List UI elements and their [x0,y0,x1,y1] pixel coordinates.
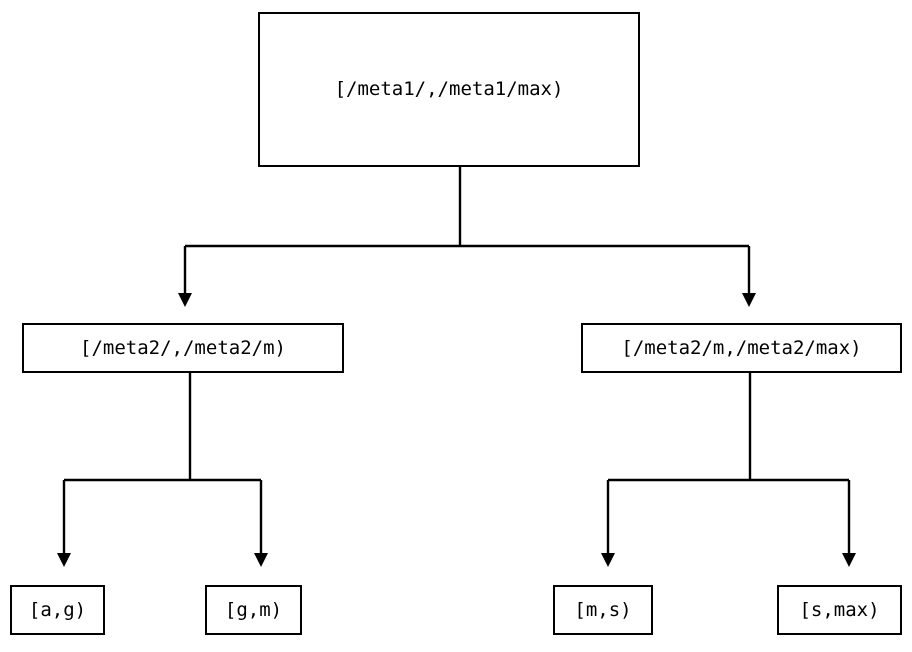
arrowhead-mid-left [178,293,192,307]
arrowhead-leaf-4 [842,553,856,567]
arrowhead-leaf-2 [254,553,268,567]
tree-node-leaf-1-label: [a,g) [28,598,87,621]
tree-node-leaf-1[interactable]: [a,g) [10,585,105,635]
tree-node-leaf-2-label: [g,m) [224,598,283,621]
tree-node-root[interactable]: [/meta1/,/meta1/max) [258,12,640,167]
tree-node-mid-right[interactable]: [/meta2/m,/meta2/max) [581,323,902,373]
arrowhead-mid-right [742,293,756,307]
tree-node-leaf-4[interactable]: [s,max) [777,585,902,635]
tree-node-mid-left-label: [/meta2/,/meta2/m) [80,336,286,359]
arrowhead-leaf-3 [601,553,615,567]
tree-node-leaf-4-label: [s,max) [799,598,880,621]
arrowhead-leaf-1 [57,553,71,567]
tree-node-leaf-3[interactable]: [m,s) [553,585,653,635]
tree-node-mid-right-label: [/meta2/m,/meta2/max) [621,336,862,359]
tree-node-leaf-3-label: [m,s) [574,598,632,621]
tree-node-mid-left[interactable]: [/meta2/,/meta2/m) [22,323,344,373]
tree-node-root-label: [/meta1/,/meta1/max) [334,78,564,100]
tree-node-leaf-2[interactable]: [g,m) [205,585,302,635]
